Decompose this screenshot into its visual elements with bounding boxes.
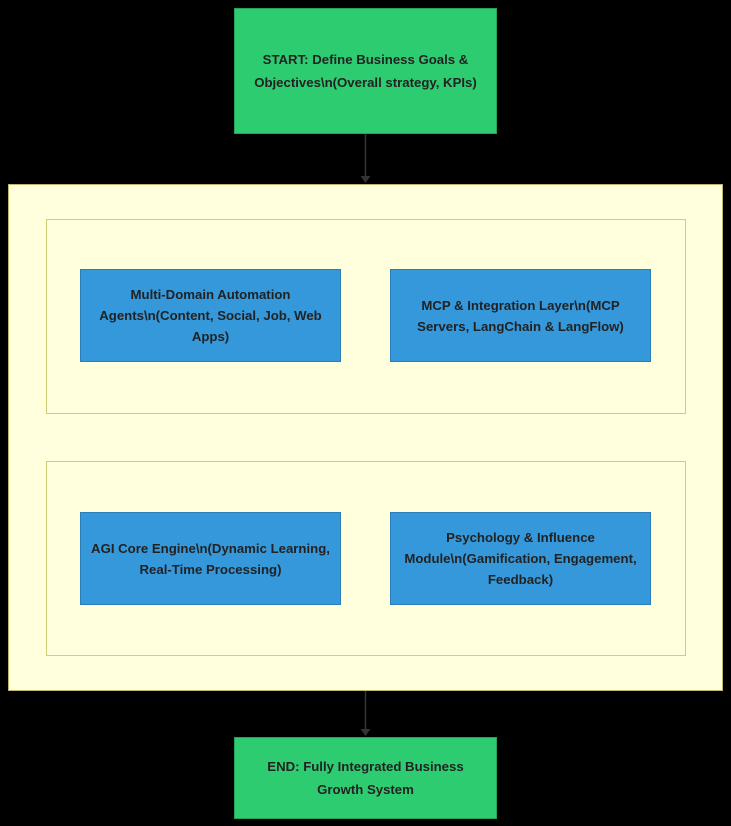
arrowhead-down-icon [360,729,371,736]
node-end-label: END: Fully Integrated Business Growth Sy… [267,759,464,797]
edge-container-to-end [360,691,371,736]
node-psychology-influence-module[interactable]: Psychology & Influence Module\n(Gamifica… [390,512,651,605]
node-mcp-integration-layer[interactable]: MCP & Integration Layer\n(MCP Servers, L… [390,269,651,362]
node-psychology-influence-module-label: Psychology & Influence Module\n(Gamifica… [404,530,637,587]
node-start[interactable]: START: Define Business Goals & Objective… [234,8,497,134]
node-multi-domain-automation-agents[interactable]: Multi-Domain Automation Agents\n(Content… [80,269,341,362]
node-agi-core-engine[interactable]: AGI Core Engine\n(Dynamic Learning, Real… [80,512,341,605]
node-end[interactable]: END: Fully Integrated Business Growth Sy… [234,737,497,819]
node-start-label: START: Define Business Goals & Objective… [254,52,477,90]
node-mcp-integration-layer-label: MCP & Integration Layer\n(MCP Servers, L… [417,297,624,334]
node-agi-core-engine-label: AGI Core Engine\n(Dynamic Learning, Real… [91,540,330,577]
arrowhead-down-icon [360,176,371,183]
node-multi-domain-automation-agents-label: Multi-Domain Automation Agents\n(Content… [99,287,322,344]
edge-start-to-container [360,134,371,183]
